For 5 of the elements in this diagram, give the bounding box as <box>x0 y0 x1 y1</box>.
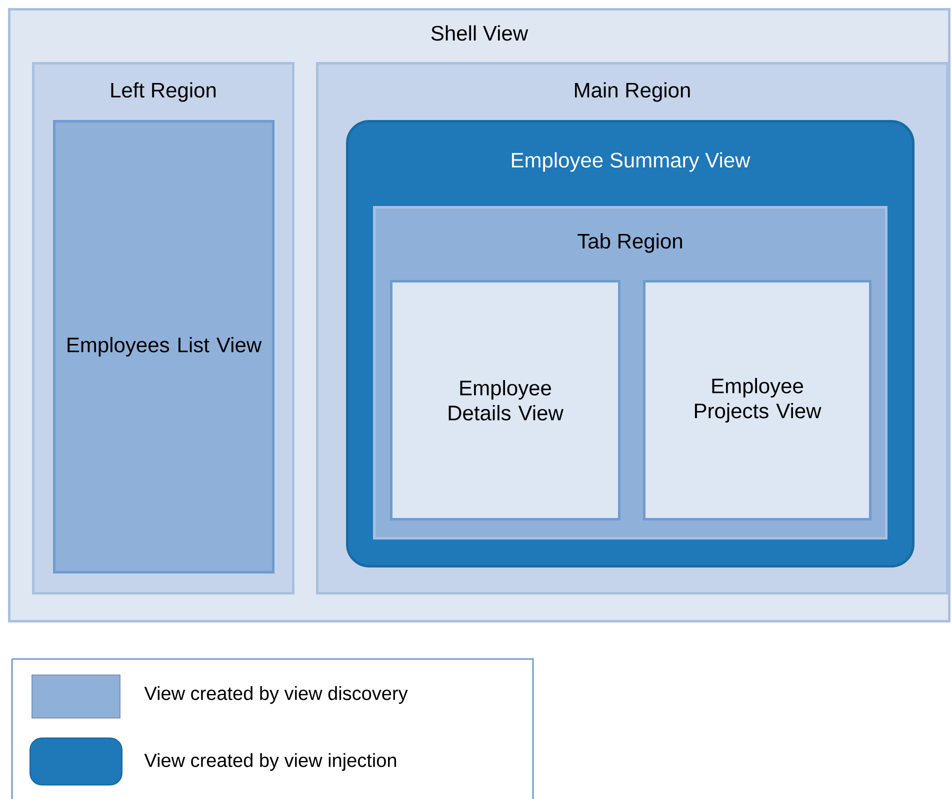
view-box: Employees List View <box>53 120 274 574</box>
legend-label: View created by view injection <box>144 753 396 771</box>
view-box: Employee Projects View <box>643 280 872 520</box>
legend-label: View created by view discovery <box>144 686 408 704</box>
view-box: Employee Details View <box>390 280 620 520</box>
